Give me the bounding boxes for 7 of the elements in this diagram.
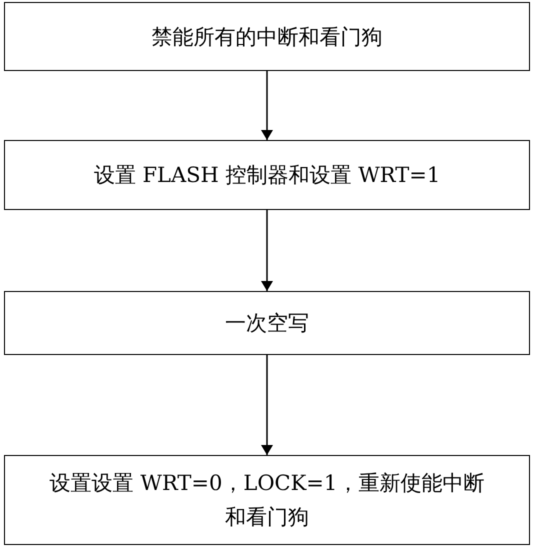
arrow bbox=[261, 355, 273, 455]
arrow bbox=[261, 210, 273, 291]
process-box: 一次空写 bbox=[4, 291, 530, 355]
process-box: 设置 FLASH 控制器和设置 WRT=1 bbox=[4, 140, 530, 210]
process-box: 禁能所有的中断和看门狗 bbox=[4, 2, 530, 71]
process-box: 设置设置 WRT=0，LOCK=1，重新使能中断和看门狗 bbox=[4, 455, 530, 545]
arrow bbox=[261, 71, 273, 140]
